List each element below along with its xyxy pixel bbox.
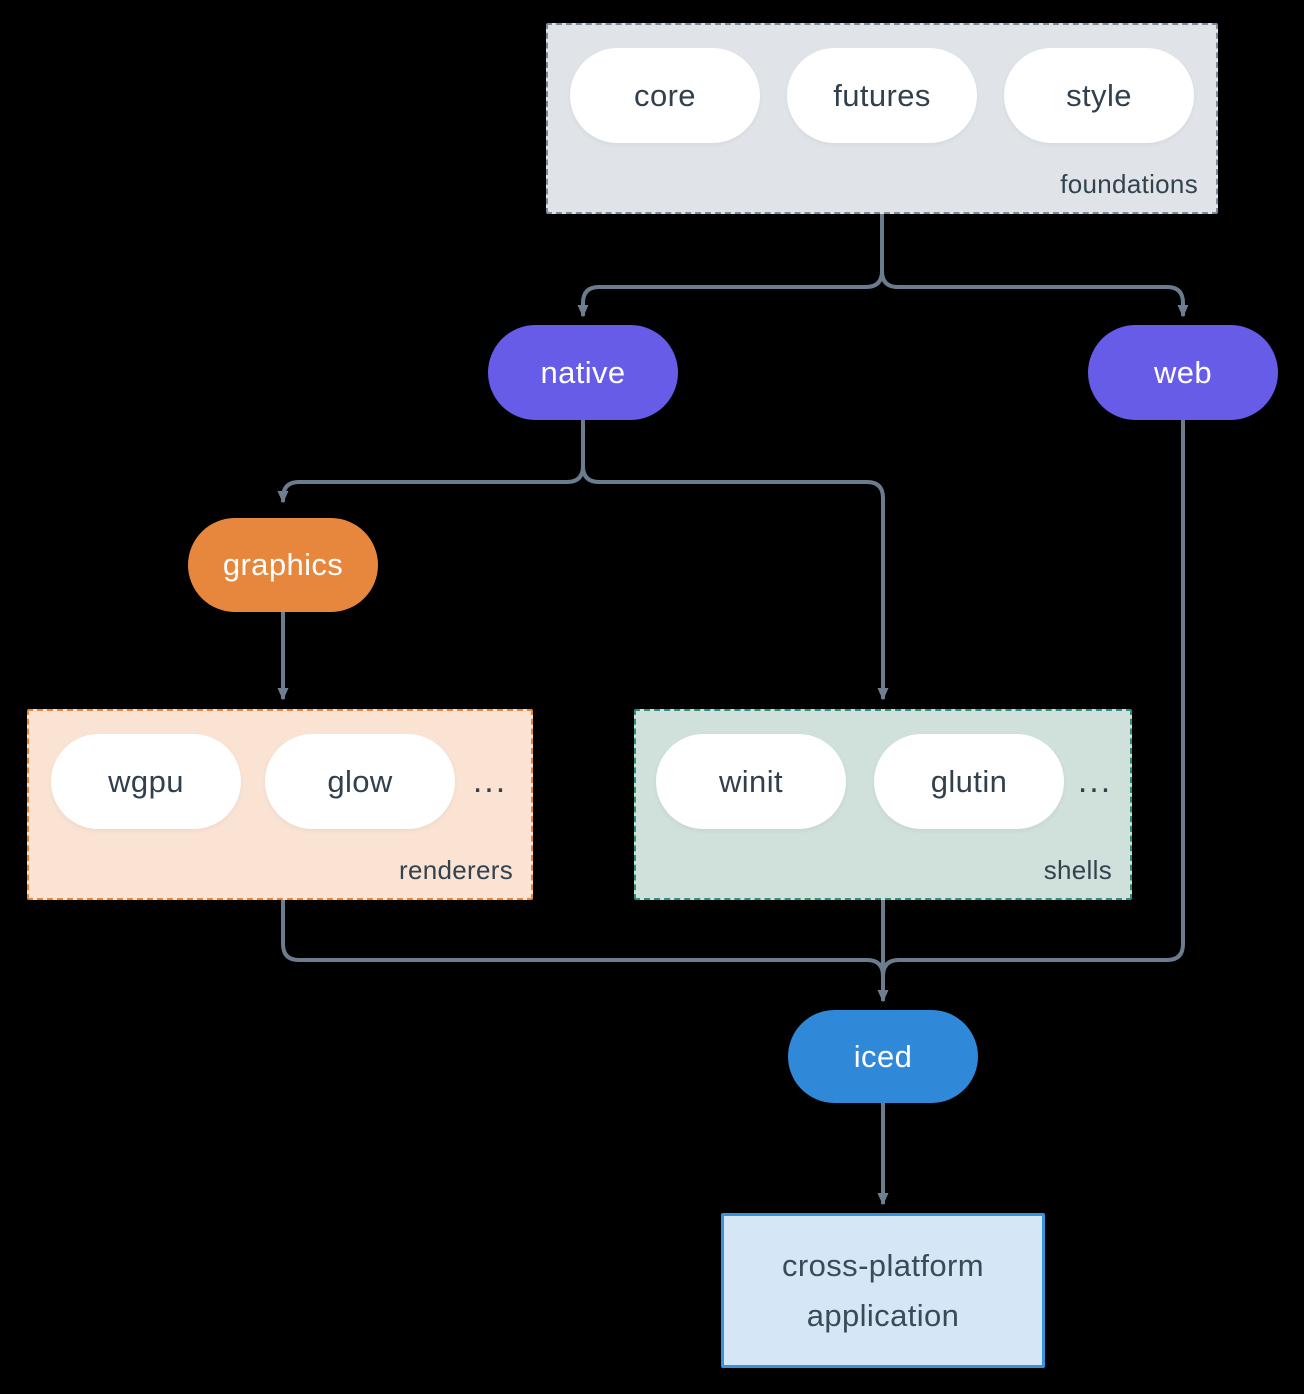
node-winit-label: winit [718, 763, 783, 799]
edge-foundations-to-web [880, 214, 1189, 318]
node-web-label: web [1153, 354, 1213, 390]
group-foundations: core futures style foundations [546, 23, 1218, 214]
node-glutin: glutin [874, 734, 1064, 829]
application-label-line2: application [806, 1297, 960, 1333]
node-futures: futures [787, 48, 977, 143]
node-glow: glow [265, 734, 455, 829]
renderers-group-label: renderers [399, 855, 513, 885]
shells-group-label: shells [1043, 855, 1112, 885]
edge-web-to-iced [881, 420, 1185, 988]
node-glutin-label: glutin [930, 763, 1008, 799]
shells-more-indicator: ... [1077, 762, 1113, 800]
application-label-line1: cross-platform [782, 1247, 984, 1283]
edge-native-to-graphics [277, 420, 585, 504]
node-style-label: style [1066, 77, 1132, 113]
node-iced-label: iced [853, 1038, 913, 1074]
edge-native-to-shells [581, 420, 889, 701]
node-wgpu: wgpu [51, 734, 241, 829]
node-core-label: core [634, 77, 696, 113]
node-native-label: native [540, 354, 626, 390]
renderers-more-indicator: ... [472, 762, 508, 800]
group-shells: winit glutin ... shells [634, 709, 1132, 900]
node-winit: winit [656, 734, 846, 829]
node-cross-platform-application: cross-platform application [721, 1213, 1045, 1368]
node-graphics-label: graphics [222, 547, 344, 582]
node-glow-label: glow [327, 763, 393, 799]
node-iced: iced [788, 1010, 978, 1103]
group-renderers: wgpu glow ... renderers [27, 709, 533, 900]
node-native: native [488, 325, 678, 420]
node-web: web [1088, 325, 1278, 420]
edge-foundations-to-native [577, 214, 884, 318]
node-futures-label: futures [833, 77, 931, 113]
node-wgpu-label: wgpu [108, 763, 184, 799]
foundations-group-label: foundations [1060, 169, 1198, 199]
node-style: style [1004, 48, 1194, 143]
node-graphics: graphics [188, 518, 378, 612]
node-core: core [570, 48, 760, 143]
edge-renderers-to-iced [281, 900, 885, 988]
